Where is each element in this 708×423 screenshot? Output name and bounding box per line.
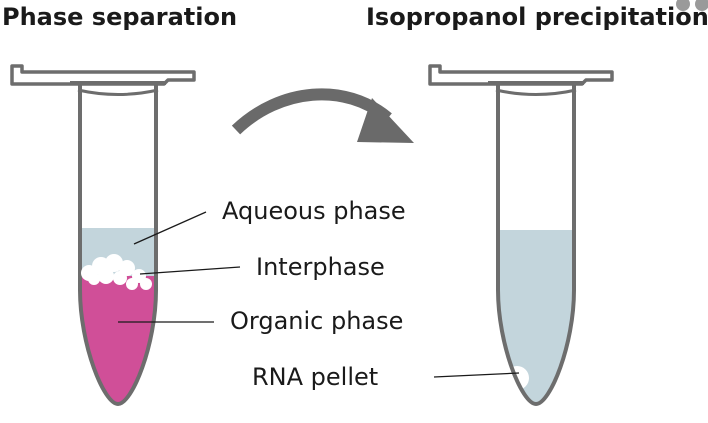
curved-arrow-icon bbox=[231, 88, 414, 143]
right-tube-neck bbox=[495, 88, 577, 96]
phase-separation-title: Phase separation bbox=[2, 3, 238, 31]
left-tube-cap bbox=[10, 64, 196, 86]
right-tube-body bbox=[496, 85, 576, 406]
overlay-control-icons bbox=[676, 0, 708, 14]
dot-icon bbox=[695, 0, 708, 11]
rna-pellet-leader-line bbox=[433, 372, 520, 378]
right-tube-cap bbox=[428, 64, 614, 86]
aqueous-phase-label: Aqueous phase bbox=[222, 197, 406, 225]
right-tube bbox=[428, 64, 614, 406]
interphase-leader-line bbox=[139, 266, 241, 275]
leader-lines bbox=[118, 211, 520, 378]
left-tube bbox=[10, 64, 196, 406]
organic-phase-label: Organic phase bbox=[230, 307, 404, 335]
dot-icon bbox=[676, 0, 690, 11]
left-tube-neck bbox=[77, 88, 159, 96]
aqueous-leader-line bbox=[133, 211, 207, 245]
interphase-label: Interphase bbox=[256, 253, 385, 281]
interphase-blob bbox=[81, 254, 152, 290]
rna-pellet-label: RNA pellet bbox=[252, 363, 379, 391]
isopropanol-precipitation-title: Isopropanol precipitation bbox=[366, 3, 708, 31]
left-tube-body bbox=[78, 85, 158, 406]
